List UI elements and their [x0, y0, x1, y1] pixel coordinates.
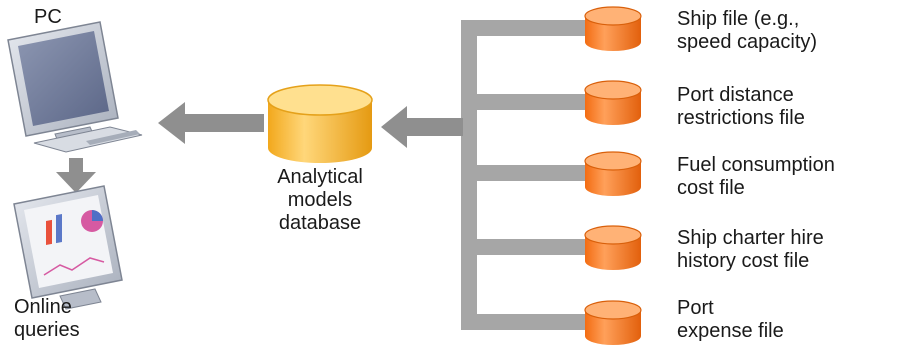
connector-bus [461, 20, 585, 330]
file-label-charter-line1: Ship charter hire [677, 227, 824, 249]
online-queries-line1: Online [14, 296, 72, 318]
file-cylinder-4 [584, 300, 642, 345]
analytical-db-label: Analytical models database [244, 166, 396, 235]
file-label-ship: Ship file (e.g., speed capacity) [677, 8, 817, 54]
file-label-port-expense: Port expense file [677, 297, 784, 343]
pc-label: PC [34, 6, 62, 28]
analytical-db-line3: database [278, 212, 362, 234]
arrow-bus-to-database [381, 106, 463, 148]
file-cylinder-1 [584, 80, 642, 125]
online-queries-label: Online queries [14, 296, 80, 342]
analytical-db-line2: models [287, 189, 353, 211]
analytical-db-line1: Analytical [277, 166, 363, 188]
file-label-fuel-line1: Fuel consumption [677, 154, 835, 176]
file-cylinder-3 [584, 225, 642, 270]
file-label-port-expense-line1: Port [677, 297, 714, 319]
arrow-pc-to-queries [56, 158, 96, 193]
file-cylinder-2 [584, 151, 642, 196]
file-label-port-distance: Port distance restrictions file [677, 84, 805, 130]
file-label-charter: Ship charter hire history cost file [677, 227, 824, 273]
file-label-fuel-line2: cost file [677, 177, 745, 199]
online-queries-line2: queries [14, 319, 80, 341]
file-cylinder-0 [584, 6, 642, 51]
file-label-ship-line1: Ship file (e.g., [677, 8, 800, 30]
arrow-database-to-pc [158, 102, 264, 144]
analytical-database-cylinder [267, 84, 373, 163]
pc-monitor-icon [7, 21, 143, 153]
file-label-fuel: Fuel consumption cost file [677, 154, 835, 200]
file-label-charter-line2: history cost file [677, 250, 810, 272]
file-label-port-expense-line2: expense file [677, 320, 784, 342]
file-label-port-distance-line2: restrictions file [677, 107, 805, 129]
file-label-ship-line2: speed capacity) [677, 31, 818, 53]
file-label-port-distance-line1: Port distance [677, 84, 794, 106]
queries-monitor-icon [13, 185, 123, 310]
